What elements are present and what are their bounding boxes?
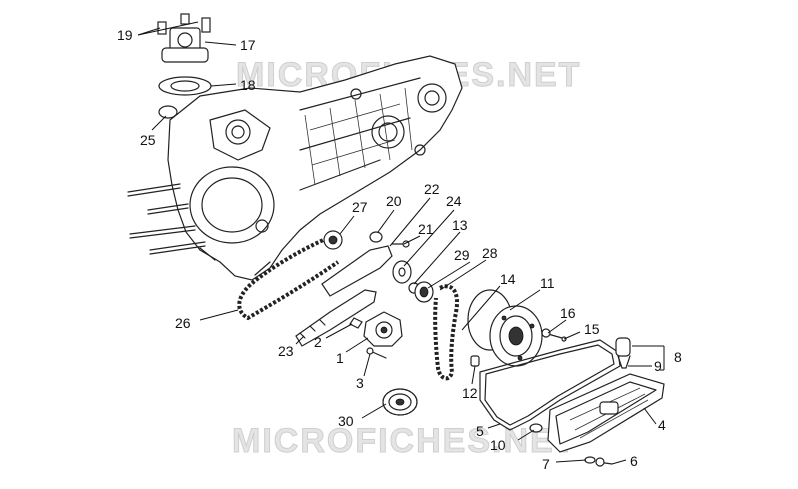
spacer-bolt bbox=[369, 231, 410, 248]
crankcase bbox=[167, 55, 463, 281]
pump-cover bbox=[467, 289, 543, 367]
callout-11: 11 bbox=[540, 275, 555, 291]
oil-pump-gear bbox=[382, 388, 418, 416]
pump-drive-chain bbox=[433, 284, 459, 381]
oil-pump bbox=[349, 311, 403, 359]
pump-sprocket bbox=[414, 281, 434, 303]
callout-4: 4 bbox=[658, 417, 666, 433]
callout-27: 27 bbox=[352, 199, 368, 215]
callout-14: 14 bbox=[500, 271, 516, 287]
oil-cap-assembly bbox=[157, 13, 212, 119]
callout-9: 9 bbox=[654, 358, 662, 374]
callout-2: 2 bbox=[314, 334, 322, 350]
callout-28: 28 bbox=[482, 245, 498, 261]
callout-5: 5 bbox=[476, 423, 484, 439]
oil-strainer bbox=[547, 373, 665, 453]
crankcase-studs bbox=[127, 183, 206, 255]
drive-sprocket bbox=[323, 230, 343, 250]
callout-30: 30 bbox=[338, 413, 354, 429]
callout-10: 10 bbox=[490, 437, 506, 453]
callout-19: 19 bbox=[117, 27, 133, 43]
callout-24: 24 bbox=[446, 193, 462, 209]
callout-12: 12 bbox=[462, 385, 478, 401]
callout-23: 23 bbox=[278, 343, 294, 359]
watermark-bottom: MICROFICHES.NET bbox=[232, 422, 577, 460]
callout-16: 16 bbox=[560, 305, 576, 321]
timing-chain bbox=[237, 234, 340, 321]
dowel-pin bbox=[470, 355, 480, 367]
callout-25: 25 bbox=[140, 132, 156, 148]
callout-6: 6 bbox=[630, 453, 638, 469]
callout-3: 3 bbox=[356, 375, 364, 391]
callout-20: 20 bbox=[386, 193, 402, 209]
callout-13: 13 bbox=[452, 217, 468, 233]
washers bbox=[392, 260, 420, 294]
filter-plug bbox=[529, 423, 543, 433]
oil-dipstick bbox=[615, 337, 631, 369]
callout-18: 18 bbox=[240, 77, 256, 93]
oil-sump-gasket bbox=[479, 339, 621, 431]
leader-lines bbox=[137, 21, 665, 465]
callout-21: 21 bbox=[418, 221, 434, 237]
callout-7: 7 bbox=[542, 456, 550, 472]
chain-slider bbox=[295, 245, 393, 347]
callout-1: 1 bbox=[336, 350, 344, 366]
callout-8: 8 bbox=[674, 349, 682, 365]
callout-26: 26 bbox=[175, 315, 191, 331]
callout-17: 17 bbox=[240, 37, 256, 53]
callout-15: 15 bbox=[584, 321, 600, 337]
callout-22: 22 bbox=[424, 181, 440, 197]
drain-bolt bbox=[584, 456, 613, 467]
cover-screw bbox=[541, 328, 567, 342]
callout-29: 29 bbox=[454, 247, 470, 263]
callout-labels: 19 17 18 25 27 20 22 21 24 13 29 28 14 1… bbox=[117, 27, 682, 472]
